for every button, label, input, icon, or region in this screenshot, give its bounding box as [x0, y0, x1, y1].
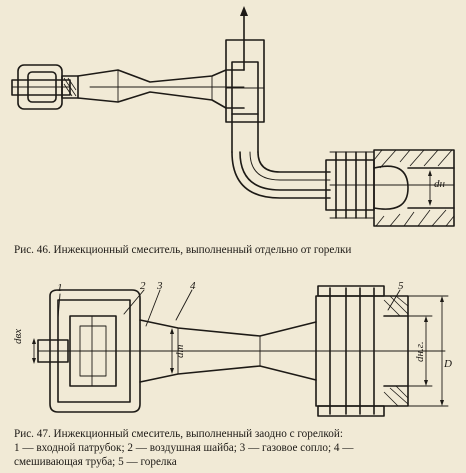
callout-4: 4	[190, 280, 196, 292]
burner-diameter-label: dн.г.	[414, 341, 426, 362]
outer-diameter-label: D	[444, 358, 452, 370]
figure-47-legend-line: 1 — входной патрубок; 2 — воздушная шайб…	[14, 442, 354, 454]
figure-46-caption: Рис. 46. Инжекционный смеситель, выполне…	[14, 244, 352, 256]
throat-diameter-label: dт	[174, 344, 186, 358]
figure-47-caption: Рис. 47. Инжекционный смеситель, выполне…	[14, 428, 343, 440]
callout-2: 2	[140, 280, 146, 292]
figure-46-drawing	[11, 6, 455, 227]
callout-5: 5	[398, 280, 404, 292]
arrow-up-icon	[240, 6, 248, 16]
callout-3: 3	[157, 280, 163, 292]
hatching	[383, 295, 409, 407]
inlet-diameter-label: dвх	[12, 328, 24, 344]
nozzle-diameter-label: dн	[434, 178, 445, 190]
figure-47-legend-line: смешивающая труба; 5 — горелка	[14, 456, 177, 468]
hatching	[373, 149, 455, 227]
callout-1: 1	[57, 282, 63, 294]
